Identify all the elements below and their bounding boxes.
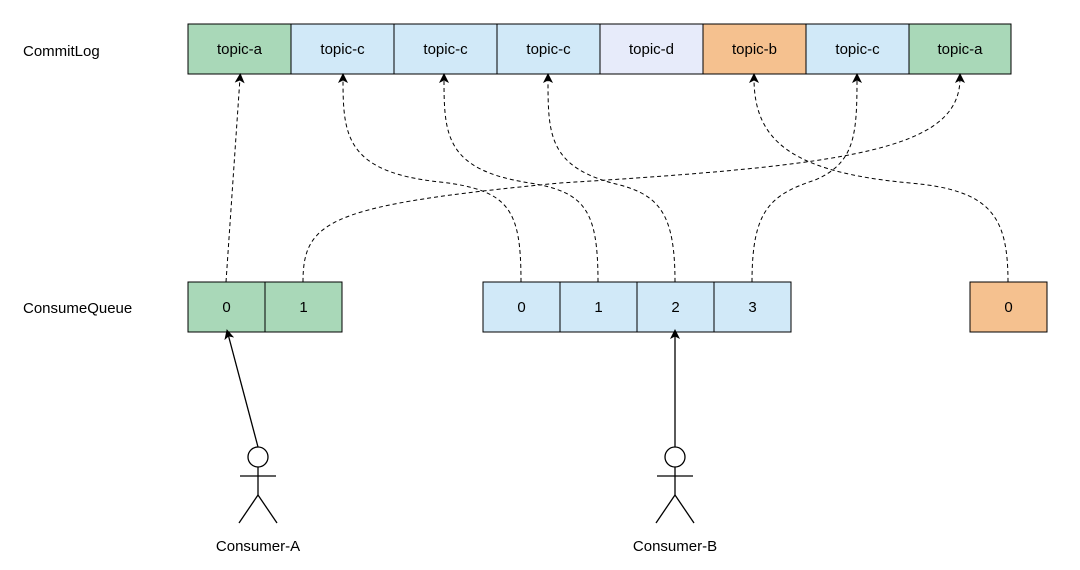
consumer-a-label: Consumer-A — [216, 538, 300, 555]
commitlog-label: CommitLog — [23, 43, 100, 60]
commitlog-entry-label: topic-c — [423, 41, 468, 58]
commitlog-entry-box — [187, 23, 292, 75]
pointer-a1-to-entry8 — [302, 73, 965, 283]
queue-slot-index: 2 — [671, 299, 679, 316]
queue-slot-index: 1 — [594, 299, 602, 316]
commitlog-entry: topic-c — [290, 23, 395, 75]
consumequeue-topic-b: 0 — [969, 281, 1048, 333]
commitlog-row: topic-a topic-c topic-c topic-c topic-d … — [187, 23, 1012, 75]
queue-slot: 0 — [482, 281, 561, 333]
commitlog-entry-box — [908, 23, 1012, 75]
commitlog-entry-label: topic-b — [732, 41, 777, 58]
commitlog-entry: topic-c — [805, 23, 910, 75]
commitlog-entry-box — [702, 23, 807, 75]
commitlog-entry-label: topic-a — [217, 41, 263, 58]
consumer-b-actor-icon — [655, 446, 695, 524]
commitlog-entry: topic-d — [599, 23, 704, 75]
commitlog-entry-box — [496, 23, 601, 75]
queue-slot: 1 — [264, 281, 343, 333]
queue-slot-index: 0 — [222, 299, 230, 316]
queue-slot: 1 — [559, 281, 638, 333]
queue-slot: 0 — [187, 281, 266, 333]
consumer-a-actor-icon — [238, 446, 278, 524]
queue-slot-index: 1 — [299, 299, 307, 316]
consumer-b-label: Consumer-B — [633, 538, 717, 555]
commitlog-entry-box — [393, 23, 498, 75]
consumer-b: Consumer-B — [633, 329, 717, 555]
commitlog-entry: topic-a — [908, 23, 1012, 75]
commitlog-entry-label: topic-a — [937, 41, 983, 58]
commitlog-entry-label: topic-c — [526, 41, 571, 58]
queue-slot: 0 — [969, 281, 1048, 333]
queue-slot-box — [559, 281, 638, 333]
commitlog-entry: topic-b — [702, 23, 807, 75]
pointer-c0-to-entry2 — [338, 73, 522, 283]
commitlog-entry: topic-c — [496, 23, 601, 75]
queue-slot-index: 0 — [1004, 299, 1012, 316]
queue-slot-box — [969, 281, 1048, 333]
queue-slot-box — [264, 281, 343, 333]
commitlog-entry-box — [290, 23, 395, 75]
commitlog-entry-label: topic-c — [320, 41, 365, 58]
queue-slot: 2 — [636, 281, 715, 333]
consumer-a-read-arrow — [224, 329, 259, 448]
consumequeue-label: ConsumeQueue — [23, 300, 132, 317]
commitlog-entry-label: topic-c — [835, 41, 880, 58]
pointer-a0-to-entry1 — [225, 73, 245, 283]
pointer-c2-to-entry4 — [543, 73, 676, 283]
pointer-b0-to-entry6 — [749, 73, 1009, 283]
consumequeue-topic-c: 0 1 2 3 — [482, 281, 792, 333]
consumer-a: Consumer-A — [216, 329, 300, 555]
pointer-c1-to-entry3 — [439, 73, 599, 283]
queue-slot: 3 — [713, 281, 792, 333]
pointer-c3-to-entry7 — [751, 73, 862, 283]
commitlog-entry-label: topic-d — [629, 41, 674, 58]
queue-slot-index: 0 — [517, 299, 525, 316]
offset-pointers — [225, 73, 1009, 283]
queue-slot-index: 3 — [748, 299, 756, 316]
commitlog-entry-box — [599, 23, 704, 75]
commitlog-entry: topic-a — [187, 23, 292, 75]
commitlog-entry: topic-c — [393, 23, 498, 75]
consumequeue-topic-a: 0 1 — [187, 281, 343, 333]
